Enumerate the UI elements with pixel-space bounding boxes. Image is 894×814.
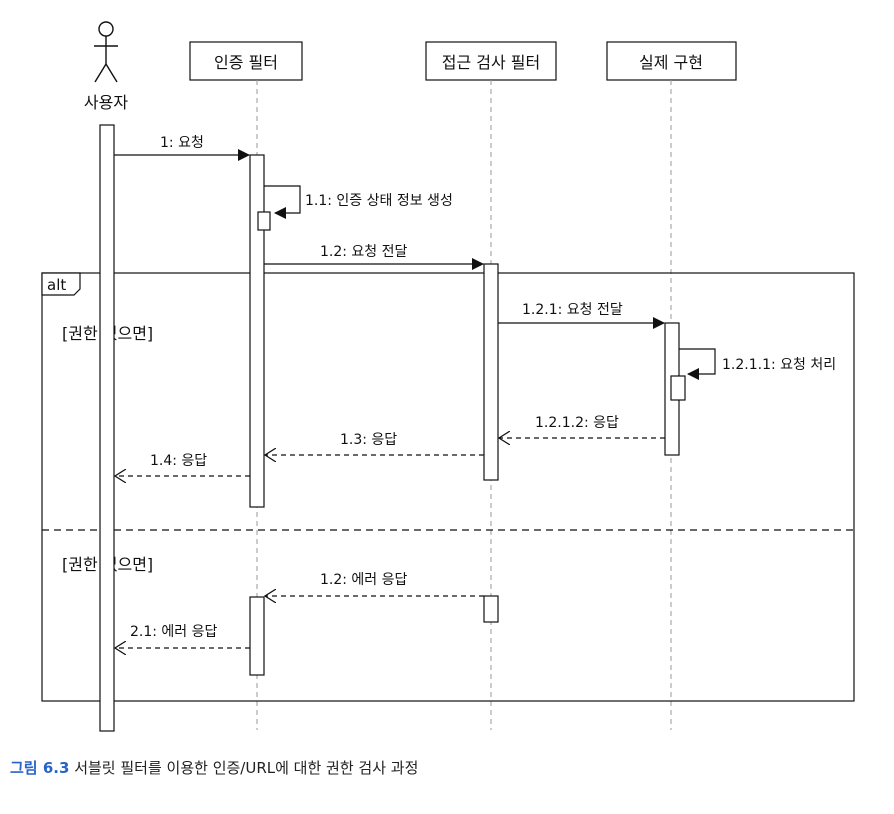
fragment-tab: [41, 272, 81, 296]
participant-impl: 실제 구현: [606, 41, 737, 81]
message-label: 1.2.1: 요청 전달: [522, 302, 623, 318]
message-label: 2.1: 에러 응답: [130, 624, 218, 640]
message-label: 1.1: 인증 상태 정보 생성: [305, 193, 453, 209]
activation-impl-self: [670, 375, 686, 401]
message-label: 1.2: 요청 전달: [320, 244, 408, 260]
fragment-operator: alt: [47, 276, 66, 294]
activation-auth-error: [249, 596, 265, 676]
message-1-request: 1: 요청: [114, 135, 250, 161]
message-1-3-response: 1.3: 응답: [265, 432, 484, 455]
message-1-2-error-response: 1.2: 에러 응답: [265, 572, 484, 596]
stick-figure-icon: [94, 21, 118, 83]
figure-number: 그림 6.3: [10, 759, 70, 777]
message-1-2-1-forward: 1.2.1: 요청 전달: [498, 302, 665, 329]
participant-label: 인증 필터: [214, 53, 278, 72]
activation-auth-main: [249, 154, 265, 508]
message-label: 1.2.1.1: 요청 처리: [722, 357, 836, 373]
participant-label: 실제 구현: [639, 53, 703, 72]
actor-label: 사용자: [84, 93, 128, 112]
participant-auth-filter: 인증 필터: [189, 41, 303, 81]
message-arrow: [264, 185, 301, 219]
activation-access-error: [483, 595, 499, 623]
figure-caption-text: 서블릿 필터를 이용한 인증/URL에 대한 권한 검사 과정: [74, 759, 419, 777]
message-1-1-self-call: 1.1: 인증 상태 정보 생성: [264, 185, 453, 219]
actor-user: 사용자: [84, 21, 128, 112]
message-2-1-error-response: 2.1: 에러 응답: [115, 624, 250, 648]
message-label: 1.4: 응답: [150, 453, 207, 469]
message-label: 1.2.1.2: 응답: [535, 415, 619, 431]
message-1-2-forward: 1.2: 요청 전달: [264, 244, 484, 270]
message-1-2-1-2-response: 1.2.1.2: 응답: [499, 415, 665, 438]
activation-access-main: [483, 263, 499, 481]
message-label: 1.3: 응답: [340, 432, 397, 448]
message-1-4-response: 1.4: 응답: [115, 453, 250, 476]
message-label: 1.2: 에러 응답: [320, 572, 408, 588]
message-1-2-1-1-self-call: 1.2.1.1: 요청 처리: [679, 348, 836, 380]
activation-auth-self: [257, 211, 271, 231]
message-label: 1: 요청: [160, 135, 204, 151]
activation-user: [99, 124, 115, 732]
participant-label: 접근 검사 필터: [442, 53, 541, 72]
figure-caption: 그림 6.3 서블릿 필터를 이용한 인증/URL에 대한 권한 검사 과정: [10, 757, 418, 778]
message-arrow: [679, 348, 716, 380]
participant-access-filter: 접근 검사 필터: [425, 41, 557, 81]
